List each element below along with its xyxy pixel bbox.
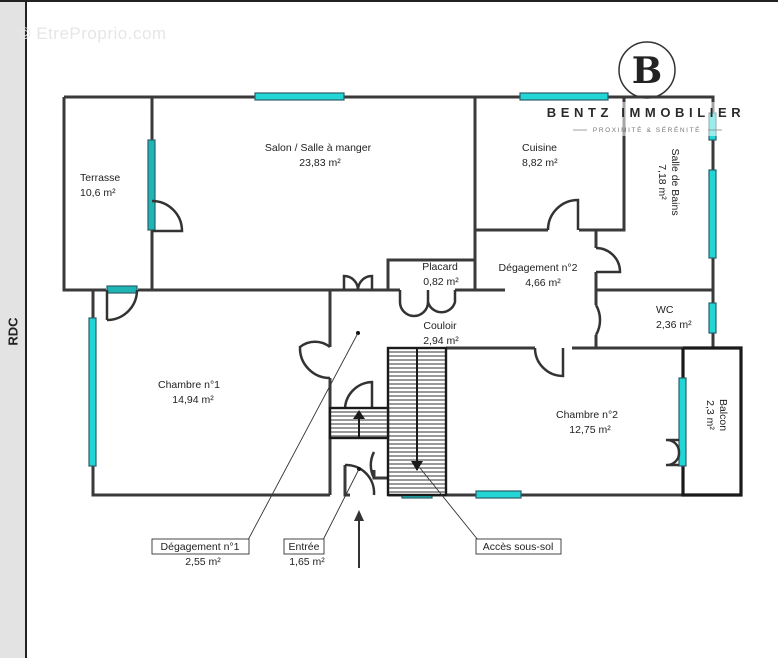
window-balcon <box>678 377 687 467</box>
room-chambre1-name: Chambre n°1 <box>158 379 220 391</box>
window-sdb <box>708 169 717 259</box>
callout-entree-name: Entrée <box>289 541 320 553</box>
callout-entree-area: 1,65 m² <box>289 556 325 568</box>
room-wc-name: WC <box>656 304 674 316</box>
brand-tagline: PROXIMITÉ & SÉRÉNITÉ <box>593 125 701 134</box>
brand-logo: B <box>618 41 676 99</box>
entry-arrow-icon <box>354 510 364 568</box>
room-sdb-name: Salle de Bains <box>669 148 681 215</box>
window-cuisine <box>519 92 609 101</box>
room-sdb-area: 7,18 m² <box>656 164 668 200</box>
room-degagement2-area: 4,66 m² <box>525 277 561 289</box>
room-placard-area: 0,82 m² <box>423 276 459 288</box>
room-degagement2-name: Dégagement n°2 <box>499 262 578 274</box>
window-terrasse-salon <box>147 139 156 231</box>
room-salon-area: 23,83 m² <box>299 157 341 169</box>
room-couloir-area: 2,94 m² <box>423 335 459 347</box>
logo-letter: B <box>632 50 662 92</box>
room-labels: Terrasse 10,6 m² Salon / Salle à manger … <box>80 142 729 436</box>
room-placard-name: Placard <box>422 261 458 273</box>
stair-down-arrow-icon <box>411 461 423 471</box>
room-terrasse-area: 10,6 m² <box>80 187 116 199</box>
room-balcon-area: 2,3 m² <box>704 400 716 430</box>
room-cuisine-area: 8,82 m² <box>522 157 558 169</box>
room-salon-name: Salon / Salle à manger <box>265 142 372 154</box>
room-wc-area: 2,36 m² <box>656 319 692 331</box>
room-chambre2-area: 12,75 m² <box>569 424 611 436</box>
brand-name: BENTZ IMMOBILIER <box>547 105 746 120</box>
level-side-band: RDC <box>0 2 27 658</box>
callout-degagement1-area: 2,55 m² <box>185 556 221 568</box>
room-chambre1-area: 14,94 m² <box>172 394 214 406</box>
room-cuisine-name: Cuisine <box>522 142 557 154</box>
room-chambre2-name: Chambre n°2 <box>556 409 618 421</box>
callout-acces-sous-sol: Accès sous-sol <box>483 541 554 553</box>
window-chambre1 <box>88 317 97 467</box>
window-chambre2 <box>475 490 522 499</box>
watermark: © EtreProprio.com <box>18 24 167 43</box>
callout-labels: Dégagement n°1 2,55 m² Entrée 1,65 m² Ac… <box>151 538 562 568</box>
room-couloir-name: Couloir <box>423 320 457 332</box>
stairs <box>328 346 448 497</box>
callout-degagement1-name: Dégagement n°1 <box>161 541 240 553</box>
leader-lines <box>247 331 479 541</box>
room-terrasse-name: Terrasse <box>80 172 120 184</box>
brand-text: BENTZ IMMOBILIER PROXIMITÉ & SÉRÉNITÉ <box>545 102 746 136</box>
room-balcon-name: Balcon <box>717 399 729 431</box>
window-chambre1-top <box>106 285 138 294</box>
window-wc <box>708 302 717 334</box>
doors <box>105 198 681 496</box>
stair-up-arrow-icon <box>353 410 365 419</box>
window-salon <box>254 92 345 101</box>
